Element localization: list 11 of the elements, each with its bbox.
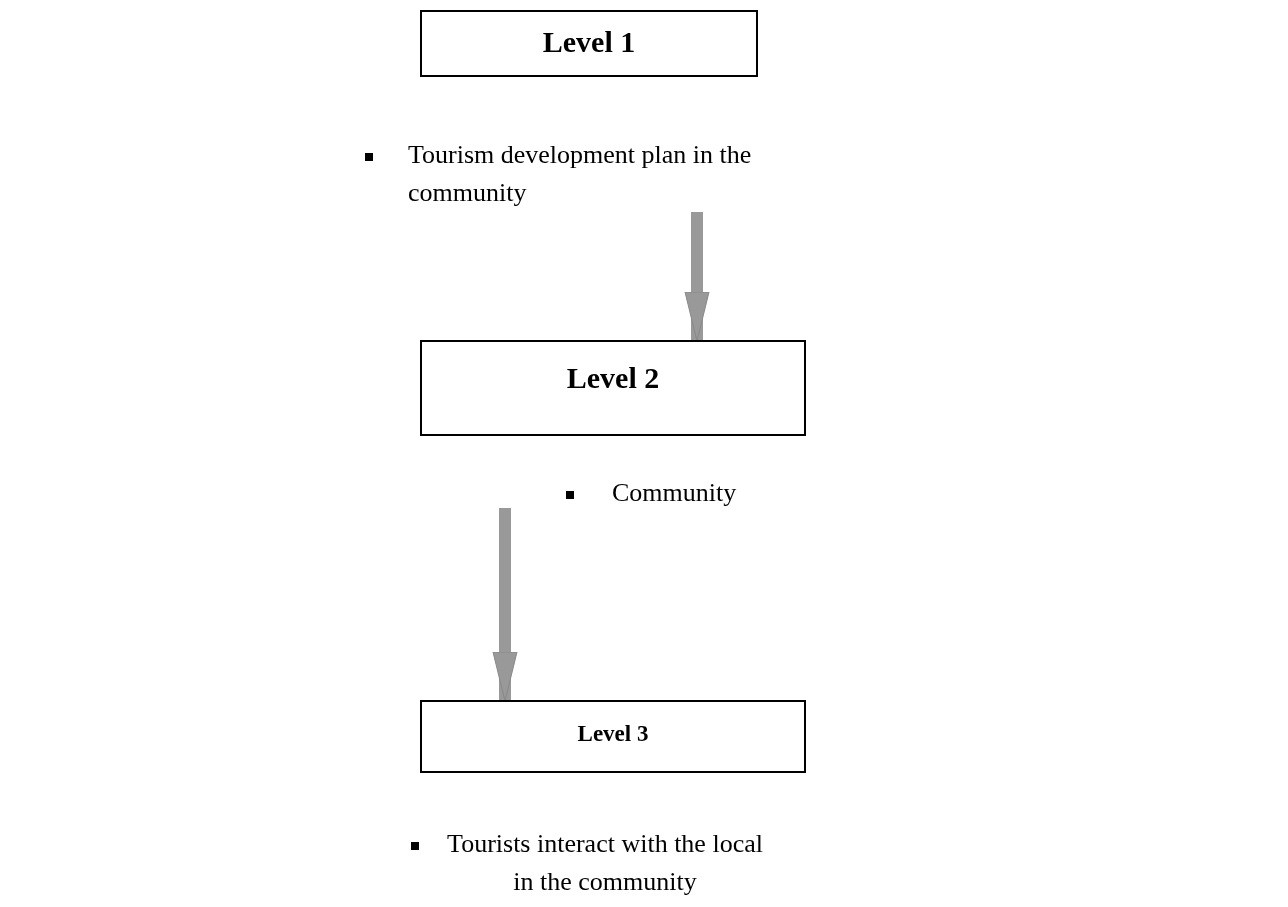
level-title: Level 3 — [577, 720, 649, 748]
block-arrow — [492, 508, 518, 702]
level-title: Level 1 — [542, 24, 636, 60]
level-title: Level 2 — [566, 360, 660, 396]
bullet-text: Tourism development plan in the community — [408, 136, 793, 212]
bullet-text: Tourists interact with the local in the community — [446, 828, 764, 898]
level-box — [420, 10, 758, 77]
level-box — [420, 340, 806, 436]
block-arrow — [684, 212, 710, 342]
bullet-text: Community — [612, 477, 738, 509]
level-box — [420, 700, 806, 773]
